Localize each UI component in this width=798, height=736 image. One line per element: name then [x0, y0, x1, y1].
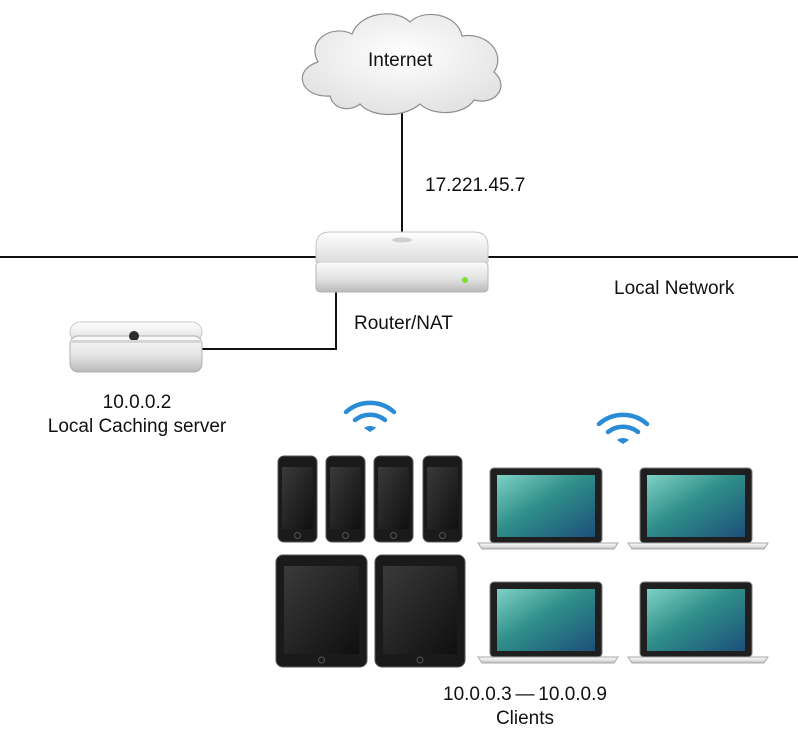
- macbook-icon: [627, 581, 769, 664]
- server-ip: 10.0.0.2: [102, 392, 172, 413]
- server-label: Local Caching server: [47, 416, 227, 437]
- internet-label: Internet: [368, 50, 433, 71]
- iphone-icon: [422, 455, 463, 543]
- router-label: Router/NAT: [354, 313, 453, 334]
- wifi-icon: [343, 400, 397, 432]
- clients-label: Clients: [495, 708, 555, 729]
- server-link-line: [202, 290, 337, 350]
- mac-mini-server-icon: [69, 321, 203, 373]
- router-status-led: [462, 277, 468, 283]
- wifi-icon: [596, 412, 650, 444]
- clients-ip-range: 10.0.0.3 — 10.0.0.9: [443, 684, 607, 705]
- ipad-icon: [374, 554, 466, 668]
- iphone-icon: [277, 455, 318, 543]
- local-network-label: Local Network: [614, 278, 735, 299]
- internet-cloud-icon: [301, 13, 502, 115]
- iphone-icon: [325, 455, 366, 543]
- macbook-icon: [627, 467, 769, 550]
- macbook-icon: [477, 581, 619, 664]
- iphone-icon: [373, 455, 414, 543]
- router-icon: [315, 231, 489, 293]
- macbook-icon: [477, 467, 619, 550]
- router-wan-ip: 17.221.45.7: [425, 175, 526, 196]
- ipad-icon: [275, 554, 368, 668]
